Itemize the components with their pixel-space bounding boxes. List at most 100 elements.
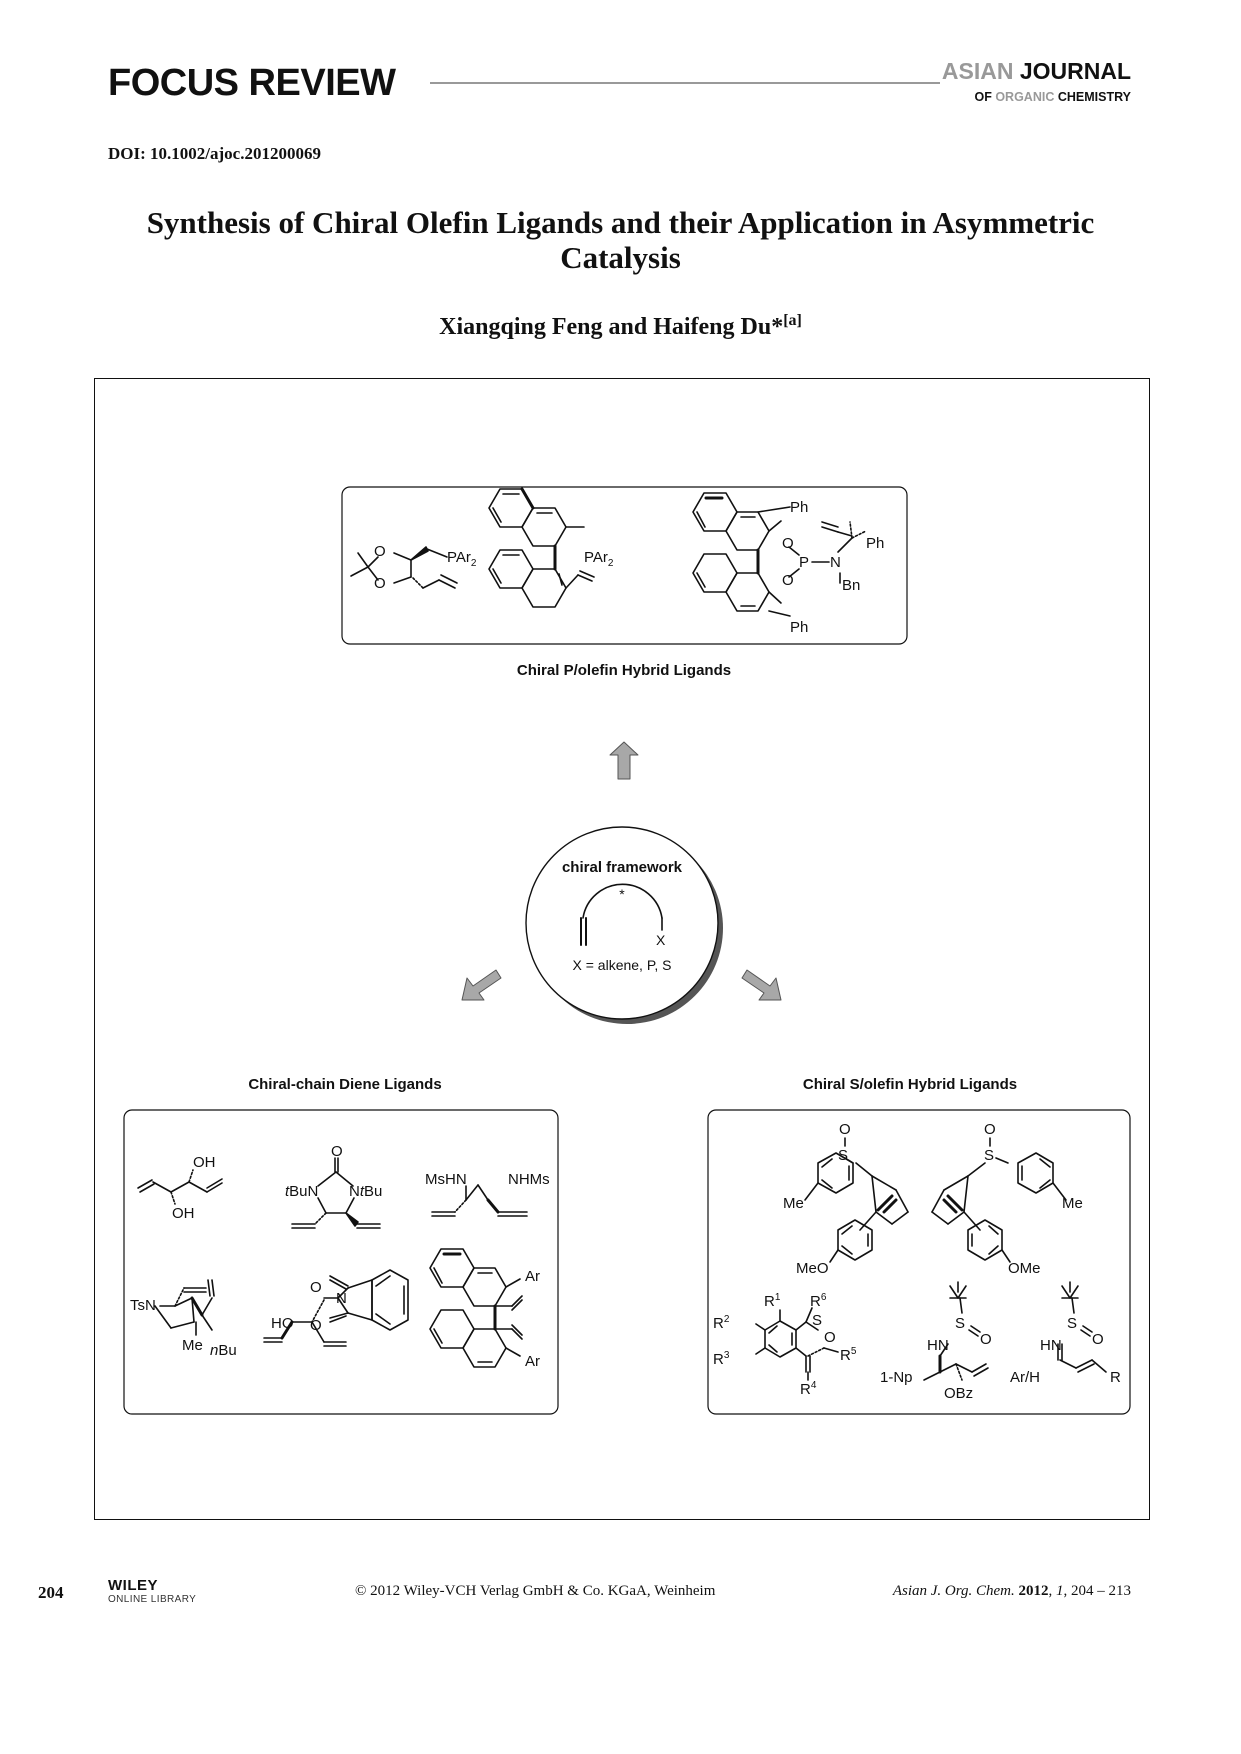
author-names: Xiangqing Feng and Haifeng Du*: [439, 314, 784, 340]
label-Bn: Bn: [842, 577, 860, 594]
journal-chemistry: CHEMISTRY: [1057, 90, 1131, 104]
label-NHMs: NHMs: [508, 1171, 550, 1188]
doi[interactable]: DOI: 10.1002/ajoc.201200069: [108, 144, 321, 163]
label-O: O: [984, 1121, 996, 1138]
label-1-Np: 1-Np: [880, 1369, 913, 1386]
label-O: O: [782, 535, 794, 552]
label-OBz: OBz: [944, 1385, 973, 1402]
copyright: © 2012 Wiley-VCH Verlag GmbH & Co. KGaA,…: [355, 1583, 716, 1599]
molecule-sulfoxide-norbornene-left: [804, 1137, 909, 1263]
label-S: S: [838, 1147, 848, 1164]
label-O: O: [310, 1279, 322, 1296]
label-Ph: Ph: [866, 535, 884, 552]
cite-pages: , 204 – 213: [1063, 1583, 1132, 1599]
label-MeO: MeO: [796, 1260, 829, 1277]
label-S: S: [1067, 1315, 1077, 1332]
cite-journal: Asian J. Org. Chem.: [892, 1583, 1015, 1599]
label-Ph: Ph: [790, 619, 808, 636]
label-O: O: [374, 575, 386, 592]
label-N: N: [830, 554, 841, 571]
label-tBuN: tBuN: [285, 1183, 318, 1200]
left-ligand-box: [123, 1109, 559, 1415]
authors: Xiangqing Feng and Haifeng Du*[a]: [108, 312, 1133, 341]
label-Ar: Ar: [525, 1353, 540, 1370]
label-O: O: [1092, 1331, 1104, 1348]
molecule-phosphoramidite: [692, 492, 867, 617]
label-TsN: TsN: [130, 1297, 156, 1314]
article-title: Synthesis of Chiral Olefin Ligands and t…: [146, 205, 1095, 275]
journal-organic: ORGANIC: [995, 90, 1055, 104]
page-number: 204: [38, 1583, 64, 1602]
center-x: X: [656, 932, 666, 948]
label-R: R: [1110, 1369, 1121, 1386]
label-MsHN: MsHN: [425, 1171, 467, 1188]
molecule-sulfinamide-1: [923, 1281, 989, 1381]
caption-p-olefin: Chiral P/olefin Hybrid Ligands: [517, 662, 731, 679]
label-O: O: [331, 1143, 343, 1160]
arrow-down-left: [461, 969, 502, 1001]
chiral-framework-circle: [525, 826, 719, 1020]
label-O: O: [839, 1121, 851, 1138]
label-ArH: Ar/H: [1010, 1369, 1040, 1386]
label-O: O: [310, 1317, 322, 1334]
cite-volume: 1: [1056, 1583, 1064, 1599]
graphical-abstract-frame: [94, 378, 1150, 1520]
label-HN: HN: [1040, 1337, 1062, 1354]
label-O: O: [782, 572, 794, 589]
label-P: P: [799, 554, 809, 571]
wiley-logo: WILEY ONLINE LIBRARY: [108, 1577, 196, 1605]
label-HO: HO: [271, 1315, 294, 1332]
label-Ph: Ph: [790, 499, 808, 516]
center-caption: X = alkene, P, S: [573, 957, 672, 973]
label-OH: OH: [172, 1205, 195, 1222]
caption-s-olefin: Chiral S/olefin Hybrid Ligands: [803, 1076, 1017, 1093]
label-Me: Me: [1062, 1195, 1083, 1212]
label-Ar: Ar: [525, 1268, 540, 1285]
label-O: O: [824, 1329, 836, 1346]
journal-name-line2: OF ORGANIC CHEMISTRY: [974, 90, 1131, 104]
label-R1: R1: [764, 1292, 781, 1310]
label-R5: R5: [840, 1346, 857, 1364]
top-ligand-box: [341, 486, 908, 645]
journal-of: OF: [974, 90, 992, 104]
right-ligand-box: [707, 1109, 1131, 1415]
affiliation-marker[interactable]: [a]: [783, 312, 802, 329]
wiley-online-library: ONLINE LIBRARY: [108, 1594, 197, 1605]
molecule-dioxolane-phosphine: [350, 546, 458, 589]
label-nBu: nBu: [210, 1342, 237, 1359]
section-label: FOCUS REVIEW: [108, 62, 396, 104]
molecule-diol-diene: [137, 1169, 223, 1205]
molecule-phthalimide-diene: [263, 1269, 409, 1347]
center-title: chiral framework: [562, 859, 683, 876]
molecule-sulfoxide-norbornene-right: [931, 1137, 1067, 1263]
arrow-down-right: [741, 969, 782, 1001]
journal-asian: ASIAN: [941, 58, 1014, 84]
label-R2: R2: [713, 1314, 730, 1332]
molecule-imidazolidinone-diene: [291, 1157, 381, 1229]
framework-arc: [582, 883, 663, 919]
arrow-up: [609, 741, 639, 780]
label-R6: R6: [810, 1292, 827, 1310]
label-S: S: [955, 1315, 965, 1332]
label-O: O: [980, 1331, 992, 1348]
label-R4: R4: [800, 1380, 817, 1398]
journal-journal: JOURNAL: [1019, 58, 1131, 84]
label-NtBu: NtBu: [349, 1183, 382, 1200]
label-Me: Me: [182, 1337, 203, 1354]
molecule-pyrrolidine-diene: [154, 1279, 215, 1336]
molecule-binaphthyl-phosphine: [488, 487, 595, 608]
caption-diene: Chiral-chain Diene Ligands: [248, 1076, 441, 1093]
label-PAr2: PAr2: [447, 549, 477, 569]
label-HN: HN: [927, 1337, 949, 1354]
citation: Asian J. Org. Chem. 2012, 1, 204 – 213: [892, 1583, 1132, 1599]
label-OMe: OMe: [1008, 1260, 1041, 1277]
cite-year: 2012: [1018, 1583, 1049, 1599]
label-PAr2: PAr2: [584, 549, 614, 569]
label-S: S: [984, 1147, 994, 1164]
label-N: N: [336, 1290, 347, 1307]
molecule-aryl-sulfoxide-olefin: [755, 1307, 839, 1381]
center-star: *: [619, 886, 625, 902]
label-O: O: [374, 543, 386, 560]
label-S: S: [812, 1312, 822, 1329]
